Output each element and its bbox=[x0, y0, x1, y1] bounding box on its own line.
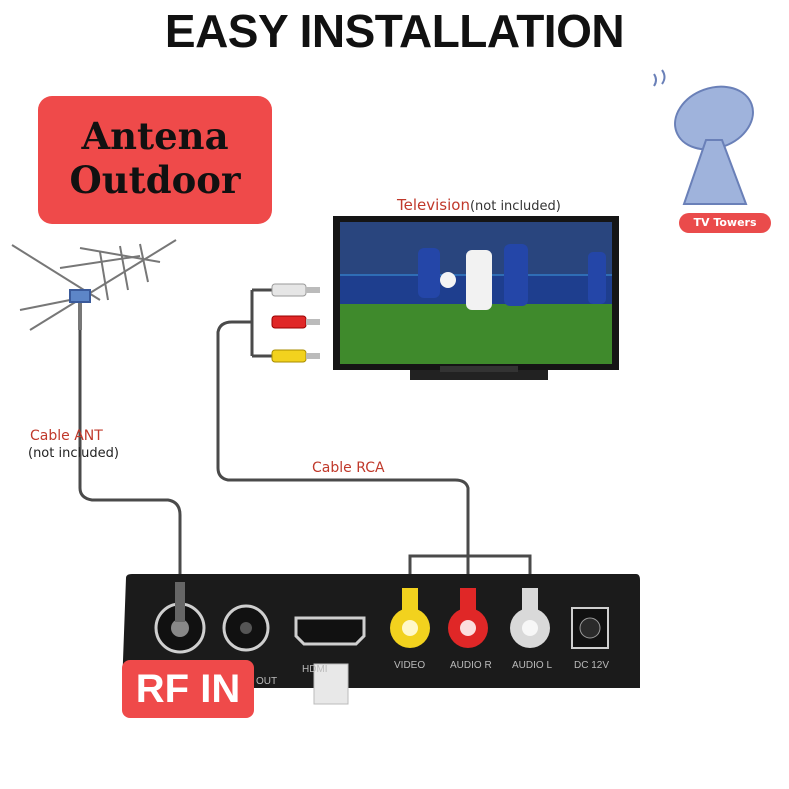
rca-plug-white bbox=[271, 283, 320, 297]
hdmi-port bbox=[294, 616, 366, 646]
antenna-cable bbox=[78, 318, 182, 585]
television bbox=[333, 216, 619, 380]
rca-cable bbox=[216, 288, 470, 588]
antena-badge-line2: Outdoor bbox=[69, 158, 241, 202]
tv-towers-label: TV Towers bbox=[679, 213, 771, 233]
cable-ant-label: Cable ANT bbox=[30, 428, 103, 444]
antena-badge-line1: Antena bbox=[81, 114, 229, 158]
television-label-text: Television bbox=[397, 196, 470, 214]
cable-ant-note: (not included) bbox=[28, 446, 119, 461]
out-port-label: OUT bbox=[256, 676, 277, 687]
dc-port-label: DC 12V bbox=[574, 660, 609, 671]
set-top-box bbox=[122, 574, 640, 705]
rca-plug-red bbox=[271, 315, 320, 329]
television-note: (not included) bbox=[469, 199, 561, 214]
rca-branch bbox=[408, 554, 532, 588]
rf-in-badge: RF IN bbox=[122, 660, 254, 718]
hdmi-port-label: HDMI bbox=[302, 664, 328, 675]
tv-tower-icon bbox=[653, 69, 754, 205]
audio-r-port-label: AUDIO R bbox=[450, 660, 492, 671]
audio-l-port-label: AUDIO L bbox=[512, 660, 552, 671]
video-port-label: VIDEO bbox=[394, 660, 425, 671]
page-title: EASY INSTALLATION bbox=[164, 5, 625, 57]
cable-rca-label: Cable RCA bbox=[312, 460, 385, 476]
television-label: Television(not included) bbox=[397, 196, 561, 214]
rca-plug-yellow bbox=[271, 349, 320, 363]
antena-outdoor-badge: Antena Outdoor bbox=[38, 96, 272, 224]
outdoor-antenna-icon bbox=[11, 239, 177, 331]
